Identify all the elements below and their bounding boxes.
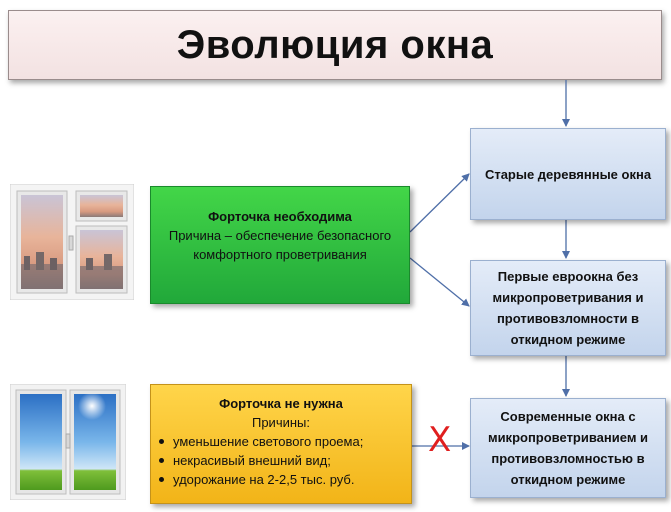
reason-item: удорожание на 2-2,5 тыс. руб.	[155, 470, 407, 489]
window-with-fortochka-image	[10, 184, 134, 300]
stage-label: Старые деревянные окна	[484, 166, 652, 182]
stage-modern-windows: Современные окна с микропроветриванием и…	[470, 398, 666, 498]
stage-label: Современные окна с микропроветриванием и…	[487, 409, 649, 487]
reasons-list: уменьшение светового проема; некрасивый …	[155, 432, 407, 489]
window-without-fortochka-image	[10, 384, 126, 500]
stage-label: Первые евроокна без микропроветривания и…	[492, 269, 644, 347]
stage-first-euro-windows: Первые евроокна без микропроветривания и…	[470, 260, 666, 356]
reason-item: некрасивый внешний вид;	[155, 451, 407, 470]
cross-mark: X	[428, 420, 452, 460]
title-box: Эволюция окна	[8, 10, 662, 80]
fortochka-needed-reason: Причина – обеспечение безопасного комфор…	[168, 228, 392, 262]
fortochka-not-needed-heading: Форточка не нужна	[219, 396, 343, 411]
reason-item: уменьшение светового проема;	[155, 432, 407, 451]
fortochka-needed-box: Форточка необходима Причина – обеспечени…	[150, 186, 410, 304]
arrow-needed-to-stage1	[409, 173, 470, 233]
fortochka-not-needed-box: Форточка не нужна Причины: уменьшение св…	[150, 384, 412, 504]
stage-old-wooden-windows: Старые деревянные окна	[470, 128, 666, 220]
reasons-label: Причины:	[251, 415, 310, 430]
arrow-needed-to-stage2	[409, 257, 470, 307]
diagram-title: Эволюция окна	[176, 22, 494, 67]
fortochka-needed-heading: Форточка необходима	[208, 209, 352, 224]
